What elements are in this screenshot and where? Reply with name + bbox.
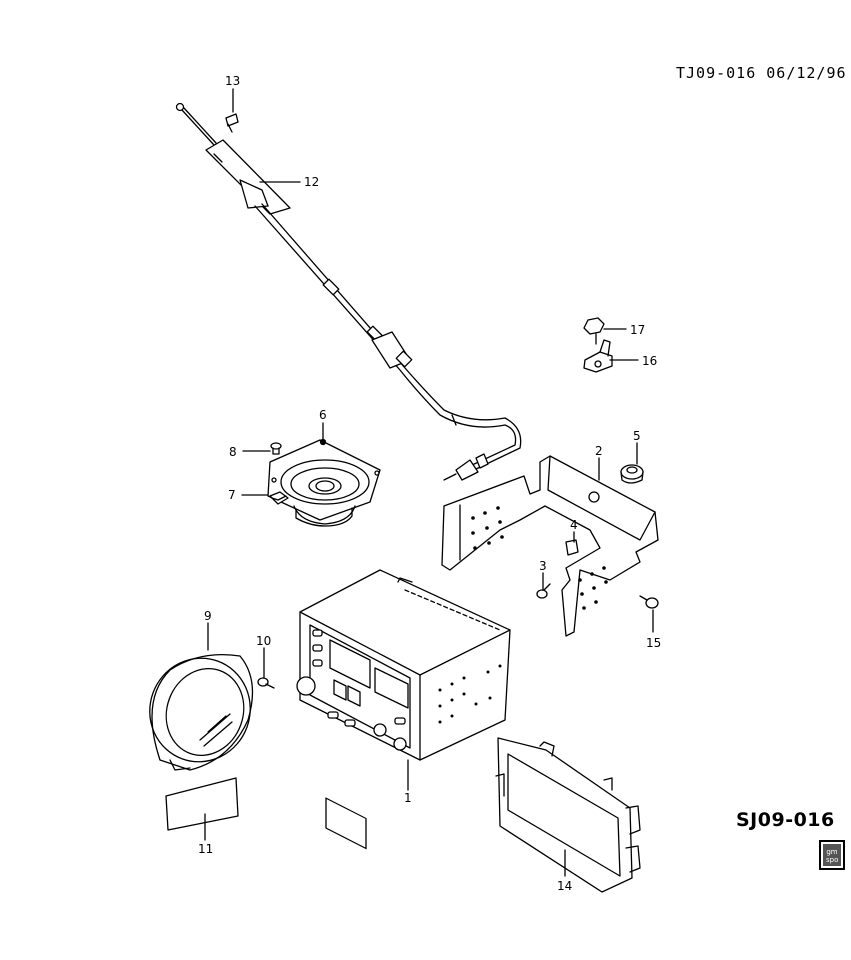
bushing-5: [620, 464, 644, 484]
speaker-9: [149, 653, 254, 771]
callout-6: 6: [319, 408, 327, 422]
screw-15: [639, 595, 659, 609]
callout-13: 13: [225, 74, 240, 88]
logo-text: gm spo: [826, 848, 839, 864]
callout-11: 11: [198, 842, 213, 856]
bolt-17: [583, 317, 605, 345]
trim-plate-11: [165, 777, 239, 831]
speaker-6: [267, 438, 381, 527]
callout-7: 7: [228, 488, 236, 502]
screw-3: [536, 583, 551, 599]
leader-lines: [204, 181, 654, 877]
screw-13: [225, 88, 239, 133]
bracket-16: [583, 339, 613, 373]
callout-8: 8: [229, 445, 237, 459]
trim-frame-14: [495, 737, 641, 893]
callout-17: 17: [630, 323, 645, 337]
callout-4: 4: [570, 518, 578, 532]
callout-16: 16: [642, 354, 657, 368]
callout-3: 3: [539, 559, 547, 573]
clip-4: [565, 539, 579, 556]
callout-9: 9: [204, 609, 212, 623]
drawing-reference: TJ09-016 06/12/96: [676, 64, 847, 82]
clip-7: [269, 491, 289, 505]
diagram-code: SJ09-016: [736, 809, 835, 831]
gm-spo-logo: gm spo: [819, 840, 845, 870]
radio-unit-1: [296, 569, 511, 850]
callout-1: 1: [404, 791, 412, 805]
mounting-bracket-2: [441, 455, 659, 637]
callout-15: 15: [646, 636, 661, 650]
callout-10: 10: [256, 634, 271, 648]
callout-2: 2: [595, 444, 603, 458]
callout-14: 14: [557, 879, 572, 893]
antenna-assembly: [175, 102, 522, 481]
callout-12: 12: [304, 175, 319, 189]
callout-5: 5: [633, 429, 641, 443]
screw-10: [257, 677, 275, 689]
screw-8: [270, 442, 282, 455]
